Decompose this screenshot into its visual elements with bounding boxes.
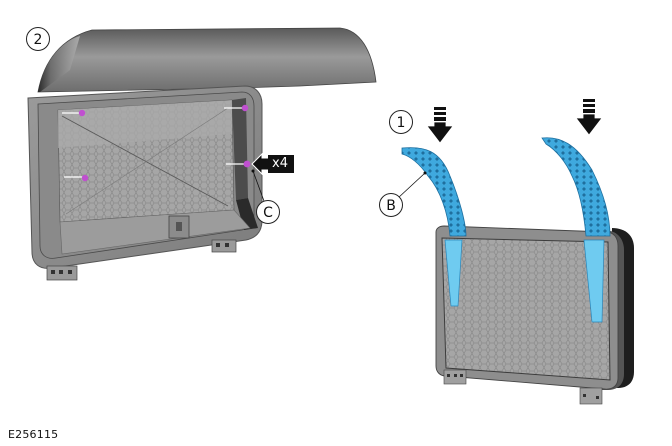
push-arrow-left	[426, 107, 454, 144]
callout-c: C	[256, 200, 280, 224]
quantity-tag: x4	[268, 155, 294, 173]
pull-tab-left	[401, 147, 467, 237]
callout-1: 1	[389, 110, 413, 134]
housing-assembly	[27, 27, 377, 281]
pull-tab-right	[541, 137, 611, 237]
filter-assembly	[397, 99, 634, 405]
callout-b: B	[379, 193, 403, 217]
push-arrow-right	[575, 99, 603, 136]
figure-id: E256115	[8, 428, 59, 441]
fastener-clips	[62, 104, 251, 182]
lid	[37, 27, 377, 93]
callout-2: 2	[26, 27, 50, 51]
